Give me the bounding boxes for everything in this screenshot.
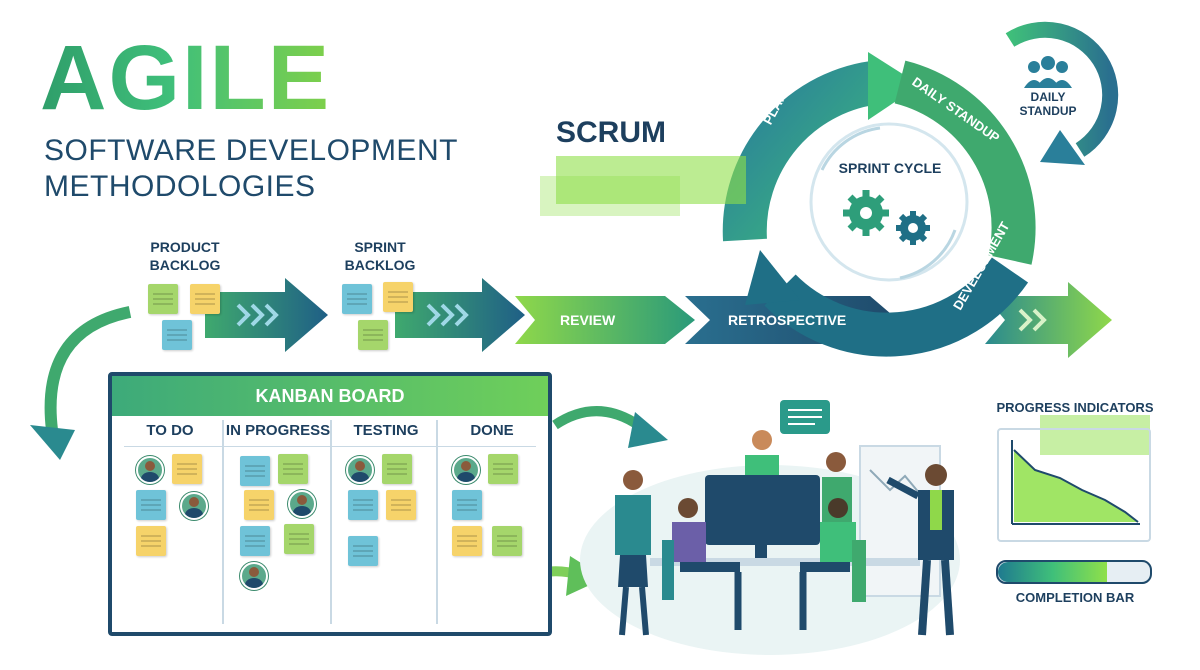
kanban-board-title: KANBAN BOARD (112, 376, 548, 416)
progress-indicators-title: PROGRESS INDICATORS (996, 400, 1154, 415)
avatar (240, 562, 268, 590)
kanban-column-in-progress: IN PROGRESS (225, 422, 331, 439)
scrum-label: SCRUM (556, 116, 666, 149)
sticky-note (348, 490, 378, 520)
sticky-note (488, 454, 518, 484)
sticky-note (240, 526, 270, 556)
sprint-backlog-label: SPRINT BACKLOG (335, 238, 425, 274)
sticky-note (386, 490, 416, 520)
flow-arrow-1 (205, 278, 328, 352)
sticky-note (452, 526, 482, 556)
flow-arrow-end (985, 282, 1112, 358)
sticky-note (383, 282, 413, 312)
column-divider (222, 420, 224, 624)
completion-bar-label: COMPLETION BAR (1015, 590, 1135, 605)
kanban-to-team-arrow (552, 406, 649, 435)
sticky-note (284, 524, 314, 554)
review-label: REVIEW (560, 312, 616, 328)
product-backlog-line-2: BACKLOG (149, 257, 221, 273)
daily-standup-label: DAILY STANDUP (1010, 90, 1086, 118)
daily-standup-line-1: DAILY (1030, 90, 1066, 104)
sticky-note (278, 454, 308, 484)
retrospective-label: RETROSPECTIVE (728, 312, 847, 328)
avatar (288, 490, 316, 518)
subtitle-line-2: METHODOLOGIES (44, 170, 316, 203)
page-subtitle: SOFTWARE DEVELOPMENT METHODOLOGIES (44, 133, 458, 205)
team-icon (1024, 56, 1072, 88)
avatar (452, 456, 480, 484)
gears-icon (843, 190, 930, 245)
kanban-column-testing: TESTING (353, 422, 419, 439)
sticky-note (452, 490, 482, 520)
sprint-cycle-label: SPRINT CYCLE (838, 160, 942, 176)
avatar (136, 456, 164, 484)
sticky-note (244, 490, 274, 520)
column-divider (330, 420, 332, 624)
completion-bar (996, 560, 1152, 584)
scrum-band (556, 156, 746, 204)
sticky-note (492, 526, 522, 556)
review-arrow (515, 296, 695, 344)
sticky-note (342, 284, 372, 314)
team-illustration (580, 400, 960, 655)
sticky-note (358, 320, 388, 350)
sprint-backlog-line-1: SPRINT (354, 239, 406, 255)
daily-standup-loop (1005, 21, 1119, 165)
sticky-note (348, 536, 378, 566)
product-backlog-label: PRODUCT BACKLOG (140, 238, 230, 274)
kanban-column-done: DONE (470, 422, 514, 439)
progress-chart (1011, 415, 1150, 525)
sticky-note (382, 454, 412, 484)
sticky-note (136, 526, 166, 556)
kanban-board: KANBAN BOARD TO DO IN PROGRESS TESTING D… (108, 372, 552, 636)
completion-bar-fill (998, 562, 1108, 582)
backlog-to-kanban-arrow (44, 306, 132, 431)
daily-standup-line-2: STANDUP (1019, 104, 1077, 118)
flow-arrow-2 (395, 278, 525, 352)
sticky-note (162, 320, 192, 350)
sticky-note (172, 454, 202, 484)
sticky-note (190, 284, 220, 314)
sprint-backlog-line-2: BACKLOG (344, 257, 416, 273)
progress-chart-frame (997, 428, 1151, 542)
avatar (180, 492, 208, 520)
board-divider (124, 446, 536, 447)
avatar (346, 456, 374, 484)
sticky-note (148, 284, 178, 314)
column-divider (436, 420, 438, 624)
subtitle-line-1: SOFTWARE DEVELOPMENT (44, 134, 458, 167)
page-title: AGILE (40, 27, 332, 129)
sprint-cycle-diagram (722, 52, 1036, 357)
product-backlog-line-1: PRODUCT (150, 239, 220, 255)
sticky-note (136, 490, 166, 520)
sticky-note (240, 456, 270, 486)
kanban-column-todo: TO DO (146, 422, 194, 439)
